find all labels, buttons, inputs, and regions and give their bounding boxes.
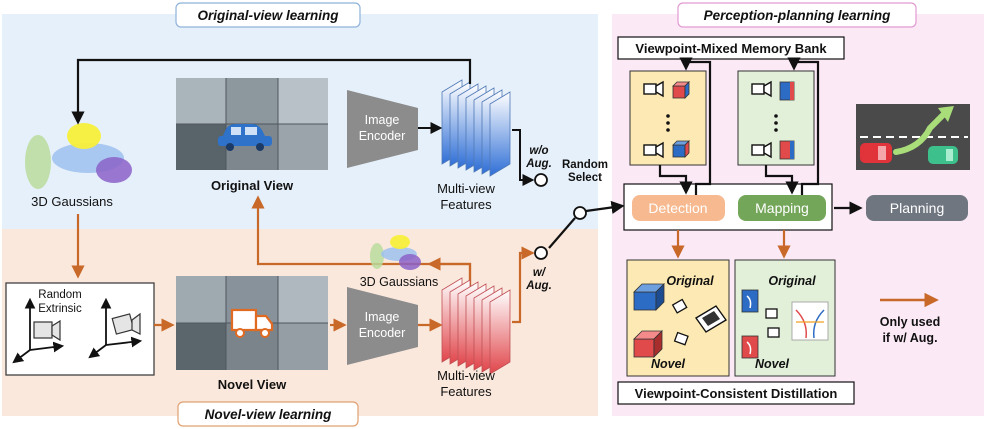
original-view-label: Original View — [211, 178, 294, 193]
distill-title-box — [617, 381, 855, 405]
image-encoder-top-line2: Encoder — [359, 129, 406, 143]
memory-det-in — [658, 165, 693, 195]
mapping-node[interactable] — [738, 195, 826, 221]
w-aug-node[interactable] — [534, 246, 548, 260]
features-bottom-line1: Multi-view — [437, 368, 495, 383]
distill-map-novel-label: Novel — [755, 357, 790, 371]
distill-detection-graphics — [633, 283, 728, 358]
memory-detection-card — [629, 70, 707, 166]
novel-view-title: Novel-view learning — [205, 407, 333, 422]
memory-bank-title-box — [617, 36, 845, 60]
perception-planning-title: Perception-planning learning — [704, 8, 892, 23]
image-encoder-bottom-line1: Image — [365, 310, 400, 324]
perception-planning-tag — [677, 2, 917, 28]
random-extrinsic-line1: Random — [38, 289, 81, 301]
mapping-label: Mapping — [755, 200, 809, 216]
multi-view-features-top — [441, 79, 511, 177]
random-select-line1: Random — [562, 159, 608, 171]
image-encoder-top-line1: Image — [365, 113, 400, 127]
w-aug-label-2: Aug. — [525, 280, 552, 292]
original-view-images — [176, 78, 328, 170]
gaussians-3d-small-graphic — [370, 235, 421, 270]
memory-detection-items — [643, 80, 690, 159]
w-aug-arrow — [512, 246, 535, 324]
switch-lever — [548, 217, 576, 249]
memory-map-out — [787, 57, 820, 195]
wo-aug-node[interactable] — [534, 173, 548, 187]
gaussians-3d-label: 3D Gaussians — [31, 194, 113, 209]
original-view-tag — [175, 2, 361, 28]
memory-map-in — [764, 165, 799, 195]
gaussians-3d-small-label: 3D Gaussians — [360, 275, 439, 289]
random-select-node[interactable] — [573, 206, 587, 220]
distill-map-original-label: Original — [768, 274, 816, 288]
features-top-line1: Multi-view — [437, 181, 495, 196]
image-encoder-top — [347, 90, 418, 168]
image-encoder-bottom-line2: Encoder — [359, 326, 406, 340]
wo-aug-label-1: w/o — [529, 145, 548, 157]
features-top-line2: Features — [440, 197, 492, 212]
random-select-line2: Select — [568, 172, 602, 184]
detection-label: Detection — [648, 200, 707, 216]
memory-det-out — [679, 57, 712, 195]
road-scene — [856, 104, 970, 170]
random-extrinsic-line2: Extrinsic — [38, 303, 82, 315]
novel-view-tag — [177, 401, 359, 427]
novel-view-images — [176, 276, 328, 370]
gaussians-3d-graphic — [25, 123, 132, 189]
detection-node[interactable] — [632, 195, 725, 221]
legend-line1: Only used — [880, 315, 940, 329]
distill-det-novel-label: Novel — [651, 357, 686, 371]
memory-mapping-items — [751, 80, 795, 160]
features-bottom-line2: Features — [440, 384, 492, 399]
wo-aug-label-2: Aug. — [525, 158, 552, 170]
image-encoder-bottom — [347, 287, 418, 365]
distill-mapping-graphics — [741, 289, 829, 359]
legend-line2: if w/ Aug. — [882, 331, 937, 345]
camera-pose-icons — [12, 297, 143, 364]
novel-view-label: Novel View — [218, 377, 287, 392]
distill-title: Viewpoint-Consistent Distillation — [635, 386, 838, 401]
distill-det-original-label: Original — [666, 274, 714, 288]
feedback-arrow-top — [71, 58, 472, 125]
planning-label: Planning — [890, 200, 945, 216]
planning-node[interactable] — [866, 195, 968, 221]
original-view-title: Original-view learning — [197, 8, 339, 23]
wo-aug-arrow — [512, 129, 535, 186]
memory-bank-title: Viewpoint-Mixed Memory Bank — [635, 41, 827, 56]
memory-mapping-card — [737, 70, 815, 166]
w-aug-label-1: w/ — [533, 267, 547, 279]
multi-view-features-bottom — [441, 277, 511, 375]
